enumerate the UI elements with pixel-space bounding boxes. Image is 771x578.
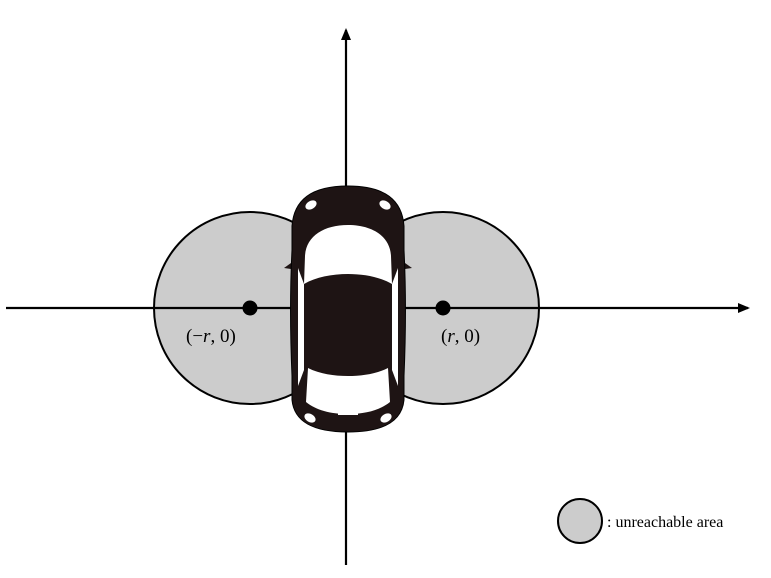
- left-point-label: (−r, 0): [186, 326, 236, 347]
- left-center-point: [242, 300, 258, 316]
- right-center-point: [435, 300, 451, 316]
- legend-label: : unreachable area: [607, 514, 723, 531]
- car-icon: [284, 185, 412, 433]
- legend: : unreachable area: [557, 498, 723, 544]
- right-point-label: (r, 0): [441, 326, 480, 347]
- legend-swatch: [557, 498, 603, 544]
